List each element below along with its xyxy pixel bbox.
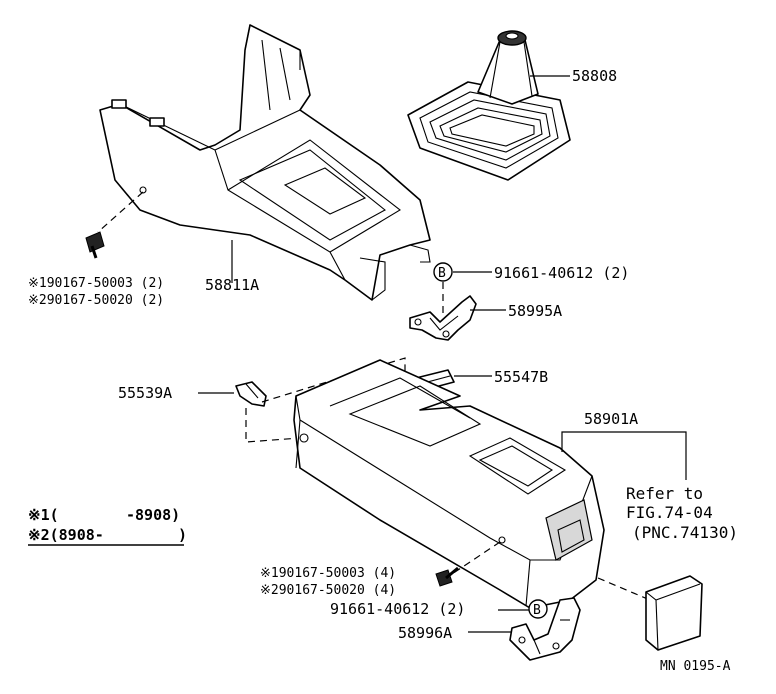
legend-row-1-mark: ※1( (28, 506, 59, 524)
upper-screw-part (85, 191, 144, 259)
lower-screw-part-number-1: ※190167-50003 (4) (260, 566, 396, 581)
reference-line-3: (PNC.74130) (632, 523, 738, 542)
referenced-part (645, 575, 703, 651)
reference-line-1: Refer to (626, 484, 703, 503)
legend-row-2-close: ) (178, 526, 187, 544)
reference-line-2: FIG.74-04 (626, 503, 713, 522)
lower-screw-part (435, 566, 459, 587)
upper-clip-part-number: 91661-40612 (2) (494, 264, 629, 282)
lower-screw-part-number-2: ※290167-50020 (4) (260, 583, 396, 598)
upper-callout-b-letter: B (438, 266, 446, 281)
upper-callout-b: B (433, 262, 453, 282)
shift-boot-part (407, 30, 571, 181)
upper-screw-part-number-2: ※290167-50020 (2) (28, 293, 164, 308)
upper-bracket-part-number: 58995A (508, 302, 562, 320)
upper-bracket-part (409, 295, 477, 341)
legend-row-2-mark: ※2(8908- (28, 526, 104, 544)
legend: ※1( -8908) ※2(8908- ) (28, 506, 187, 546)
lower-bracket-part (509, 597, 581, 661)
lower-bracket-part-number: 58996A (398, 624, 452, 642)
console-box-part (293, 359, 605, 609)
lower-clip-part-number: 91661-40612 (2) (330, 600, 465, 618)
figure-code: MN 0195-A (660, 659, 731, 674)
upper-panel-part-number: 58811A (205, 276, 259, 294)
left-clip-part-number: 55539A (118, 384, 172, 402)
lower-callout-b-letter: B (533, 603, 541, 618)
upper-console-panel-part (99, 24, 431, 301)
plate-part-number: 55547B (494, 368, 548, 386)
upper-screw-part-number-1: ※190167-50003 (2) (28, 276, 164, 291)
lower-callout-b: B (528, 599, 548, 619)
boot-part-number: 58808 (572, 67, 617, 85)
legend-row-1-range: -8908) (126, 506, 180, 524)
console-box-part-number: 58901A (584, 410, 638, 428)
left-clip-part (235, 381, 267, 407)
